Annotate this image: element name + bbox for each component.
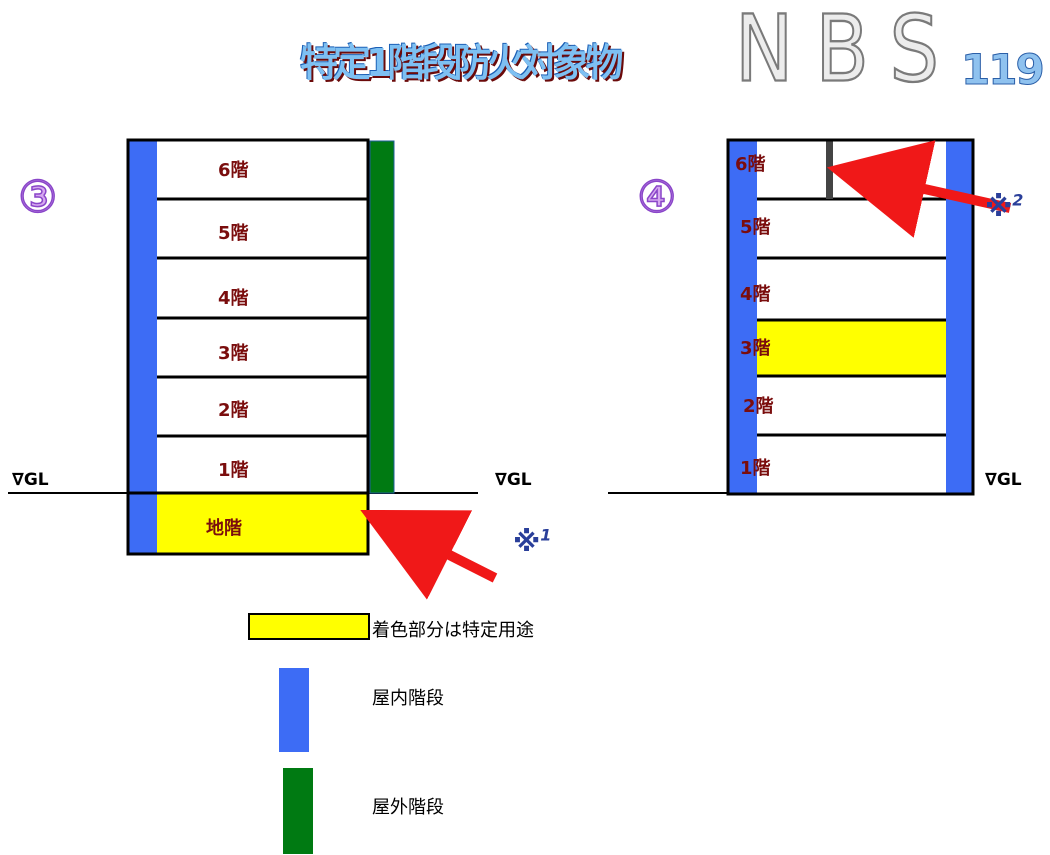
floor-label: 5階	[740, 217, 771, 238]
building-3	[126, 138, 395, 556]
building-3-outline	[126, 138, 370, 556]
indoor-stairs-building-4-left	[728, 140, 757, 494]
floor-label: 6階	[735, 154, 766, 175]
outdoor-stairs-building-3	[369, 140, 395, 494]
floor-label: 6階	[218, 160, 249, 181]
floor-label: 4階	[218, 288, 249, 309]
note-mark-2: ※2	[985, 190, 1024, 223]
arrow-note-2	[826, 140, 1012, 238]
floor-label: 1階	[740, 458, 771, 479]
floor-label: 5階	[218, 223, 249, 244]
ground-level-label: ∇GL	[12, 470, 49, 490]
floor-label: 2階	[743, 396, 774, 417]
floor-label: 3階	[740, 338, 771, 359]
floor-label: 2階	[218, 400, 249, 421]
ground-level-label: ∇GL	[985, 470, 1022, 490]
specific-use-third-floor	[757, 320, 947, 376]
legend-blue-swatch	[279, 668, 309, 752]
legend-yellow-swatch	[248, 613, 370, 640]
note-mark-1: ※1	[513, 525, 552, 558]
legend-specific-use: 着色部分は特定用途	[372, 620, 534, 641]
arrow-note-1	[360, 509, 498, 600]
legend-green-swatch	[283, 768, 313, 854]
floor-label: 4階	[740, 284, 771, 305]
legend-outdoor-stairs: 屋外階段	[372, 797, 444, 818]
ground-level-label: ∇GL	[495, 470, 532, 490]
logo-main-text: NBS	[734, 0, 961, 104]
diagram-label-3: ③	[17, 171, 58, 224]
floor-label: 1階	[218, 460, 249, 481]
logo-sub-text: 119	[961, 45, 1046, 95]
nbs-logo: NBS119	[734, 0, 1046, 104]
diagram-label-4: ④	[636, 171, 677, 224]
partition-wall	[826, 140, 833, 199]
floor-label: 3階	[218, 343, 249, 364]
page-title: 特定1階段防火対象物	[300, 41, 623, 85]
specific-use-basement	[157, 493, 368, 554]
legend-indoor-stairs: 屋内階段	[372, 688, 444, 709]
floor-label-basement: 地階	[206, 518, 242, 539]
indoor-stairs-building-3	[128, 140, 157, 554]
